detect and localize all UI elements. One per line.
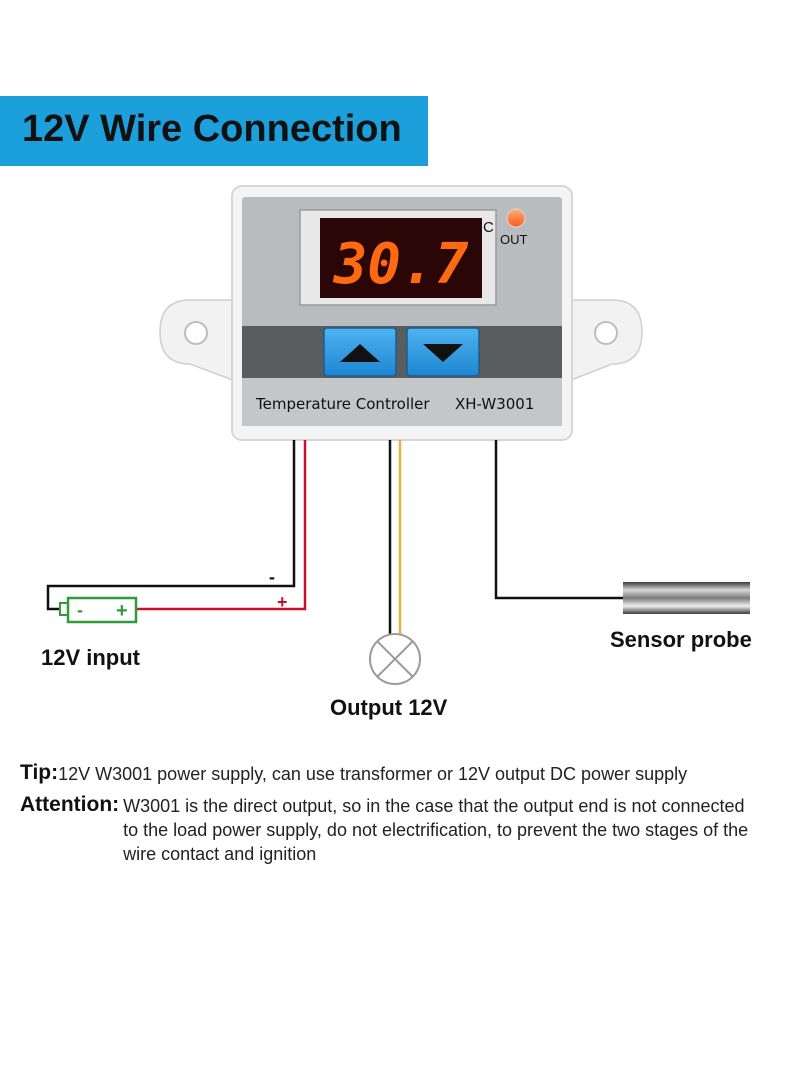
tip-key: Tip: <box>20 761 59 784</box>
attention-note: Attention: W3001 is the direct output, s… <box>20 792 790 866</box>
output-label: Output 12V <box>330 695 448 720</box>
device-name: Temperature Controller <box>255 395 430 413</box>
plus-sign: + <box>277 592 288 612</box>
tip-text: 12V W3001 power supply, can use transfor… <box>58 764 688 784</box>
input-label: 12V input <box>41 645 141 670</box>
title-banner: 12V Wire Connection <box>0 96 428 166</box>
down-button[interactable] <box>406 327 480 377</box>
mounting-ear-right <box>565 299 643 384</box>
tip-note: Tip: 12V W3001 power supply, can use tra… <box>20 760 790 786</box>
unit-label: °C <box>477 219 494 236</box>
up-button[interactable] <box>323 327 397 377</box>
sensor-label: Sensor probe <box>610 627 752 652</box>
display-screen <box>320 218 482 298</box>
triangle-up-icon <box>340 344 380 362</box>
sensor-wire <box>494 440 625 600</box>
attention-text: W3001 is the direct output, so in the ca… <box>123 796 749 864</box>
battery-plus: + <box>116 600 128 622</box>
attention-key: Attention: <box>20 793 120 816</box>
out-led <box>506 208 526 228</box>
minus-sign: - <box>269 567 275 587</box>
mounting-ear-left <box>159 299 239 384</box>
sensor-probe <box>623 582 750 614</box>
display-value: 30.7 <box>333 232 469 297</box>
triangle-down-icon <box>423 344 463 362</box>
lamp-icon <box>369 633 421 685</box>
notes-section: Tip: 12V W3001 power supply, can use tra… <box>20 760 790 872</box>
red-power-wire <box>136 440 307 611</box>
banner-title: 12V Wire Connection <box>22 108 402 150</box>
device-model: XH-W3001 <box>455 395 534 413</box>
label-area <box>242 378 562 426</box>
out-label: OUT <box>500 232 528 247</box>
button-strip <box>242 326 562 378</box>
battery-icon: - + <box>59 596 138 624</box>
battery-minus: - <box>77 600 83 620</box>
black-power-wire <box>46 440 296 611</box>
